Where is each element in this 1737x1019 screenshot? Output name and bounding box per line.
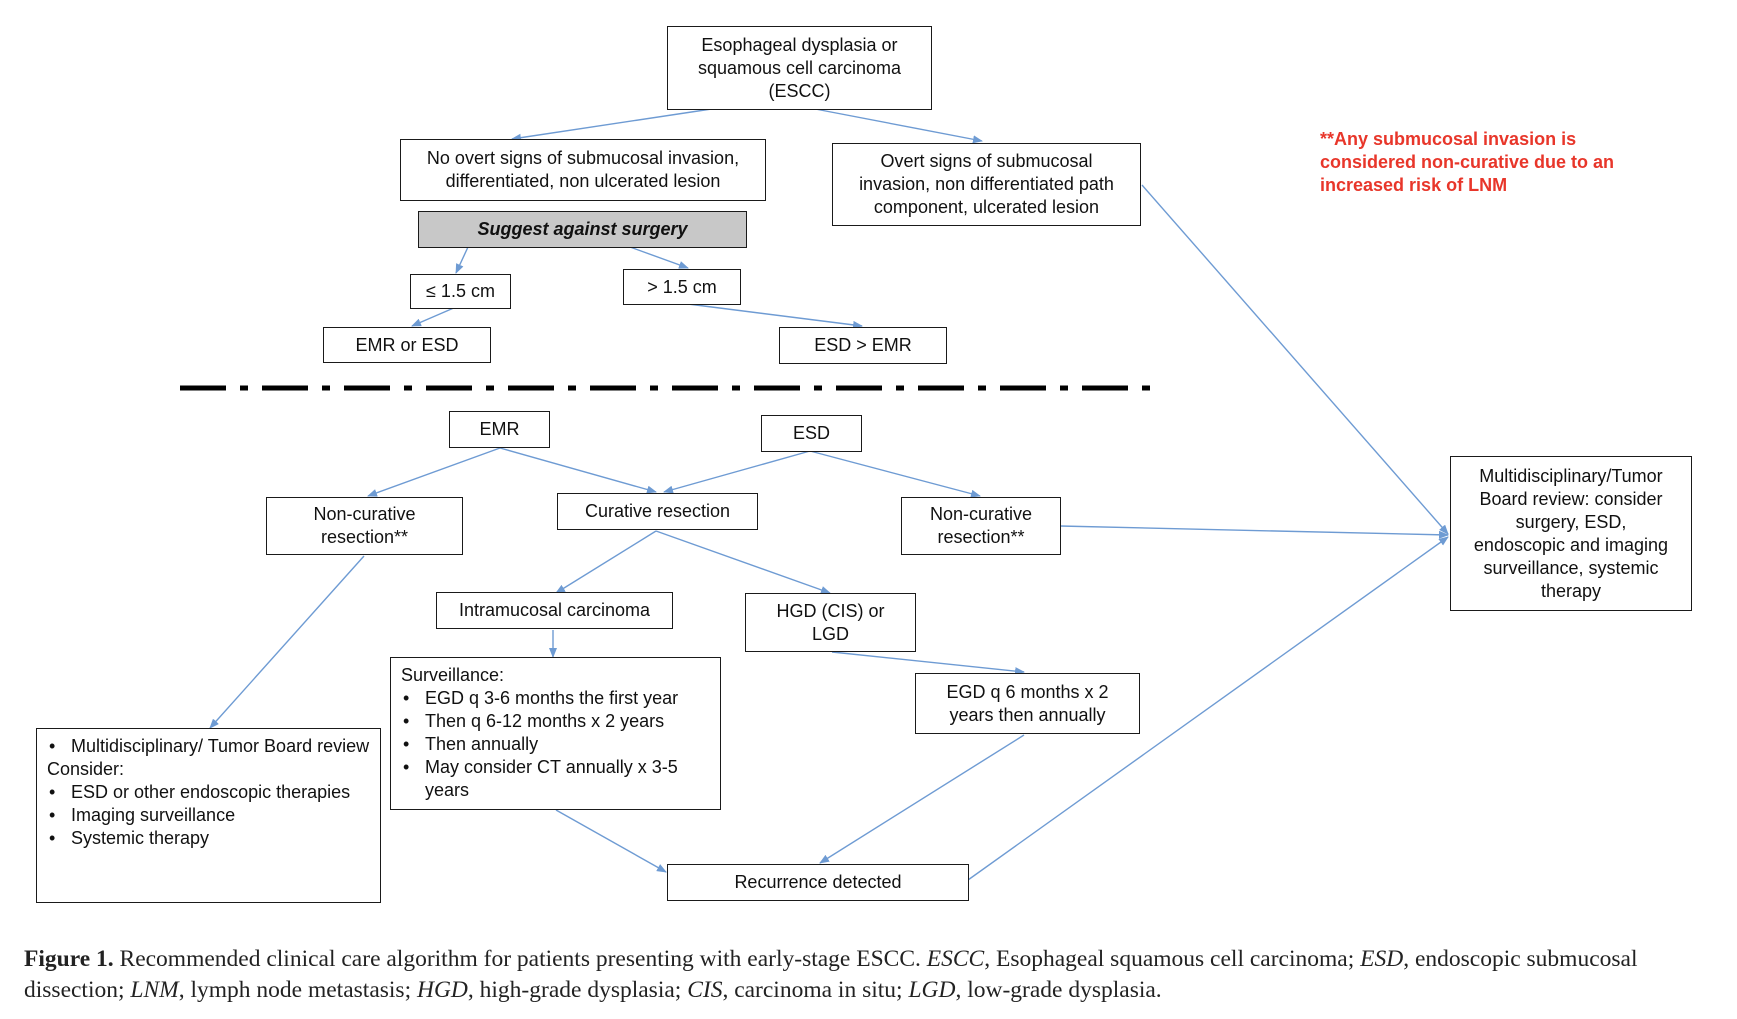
surveillance-title: Surveillance: — [401, 665, 505, 685]
figure-caption: Figure 1. Recommended clinical care algo… — [24, 946, 1638, 1003]
list-item: EGD q 3-6 months the first year — [401, 687, 710, 710]
list-item: Multidisciplinary/ Tumor Board review — [47, 735, 369, 758]
arrow-egd-to-recurrence — [819, 734, 1025, 864]
arrow-suggest-to-gt15 — [629, 246, 689, 269]
node-gt-1-5cm: > 1.5 cm — [623, 269, 741, 305]
arrow-gt15-to-esdemr — [679, 302, 863, 329]
list-item: Then q 6-12 months x 2 years — [401, 710, 710, 733]
surveillance-list: EGD q 3-6 months the first year Then q 6… — [401, 687, 710, 802]
node-esd: ESD — [761, 415, 862, 452]
node-le-1-5cm: ≤ 1.5 cm — [410, 274, 511, 309]
arrow-emr-to-noncurative-left — [367, 447, 501, 497]
arrow-noncurative-right-to-mdt-right — [1059, 525, 1449, 539]
list-item: May consider CT annually x 3-5 years — [401, 756, 710, 802]
node-intramucosal-carcinoma: Intramucosal carcinoma — [436, 592, 673, 629]
arrow-esd-to-noncurative-right — [809, 450, 981, 498]
arrow-emr-to-curative — [499, 447, 657, 494]
list-item: Imaging surveillance — [47, 804, 369, 827]
node-surveillance: Surveillance: EGD q 3-6 months the first… — [390, 657, 721, 810]
arrow-curative-to-hgd — [655, 530, 831, 594]
arrow-hgd-to-egd — [831, 651, 1025, 676]
list-item: ESD or other endoscopic therapies — [47, 781, 369, 804]
list-item: Systemic therapy — [47, 827, 369, 850]
submucosal-invasion-note: **Any submucosal invasion is considered … — [1320, 129, 1615, 195]
node-recurrence-detected: Recurrence detected — [667, 864, 969, 901]
arrow-surveillance-to-recurrence — [555, 809, 667, 873]
arrow-overt-to-mdt-right — [1141, 184, 1449, 535]
caption-label: Figure 1. — [24, 946, 114, 972]
node-emr-or-esd: EMR or ESD — [323, 327, 491, 363]
arrow-escc-to-overt — [809, 107, 983, 144]
arrow-suggest-to-le15 — [455, 246, 469, 274]
node-esd-gt-emr: ESD > EMR — [779, 327, 947, 364]
node-curative-resection: Curative resection — [557, 493, 758, 530]
node-emr: EMR — [449, 411, 550, 448]
mdt-left-consider-label: Consider: — [47, 759, 125, 779]
arrow-esd-to-curative — [663, 450, 811, 494]
mdt-left-consider-list: ESD or other endoscopic therapies Imagin… — [47, 781, 369, 850]
arrow-le15-to-emresd — [411, 306, 457, 327]
node-no-overt-signs: No overt signs of submucosal invasion,di… — [400, 139, 766, 201]
arrow-escc-to-no-overt — [511, 107, 719, 142]
arrow-recurrence-to-mdt-right — [967, 536, 1449, 881]
arrow-noncurative-left-to-mdt-left — [209, 555, 365, 729]
list-item: Then annually — [401, 733, 710, 756]
node-mdt-review-left: Multidisciplinary/ Tumor Board review Co… — [36, 728, 381, 903]
arrow-curative-to-intramucosal — [555, 530, 657, 594]
mdt-left-top-list: Multidisciplinary/ Tumor Board review — [47, 735, 369, 758]
node-suggest-against-surgery: Suggest against surgery — [418, 211, 747, 248]
